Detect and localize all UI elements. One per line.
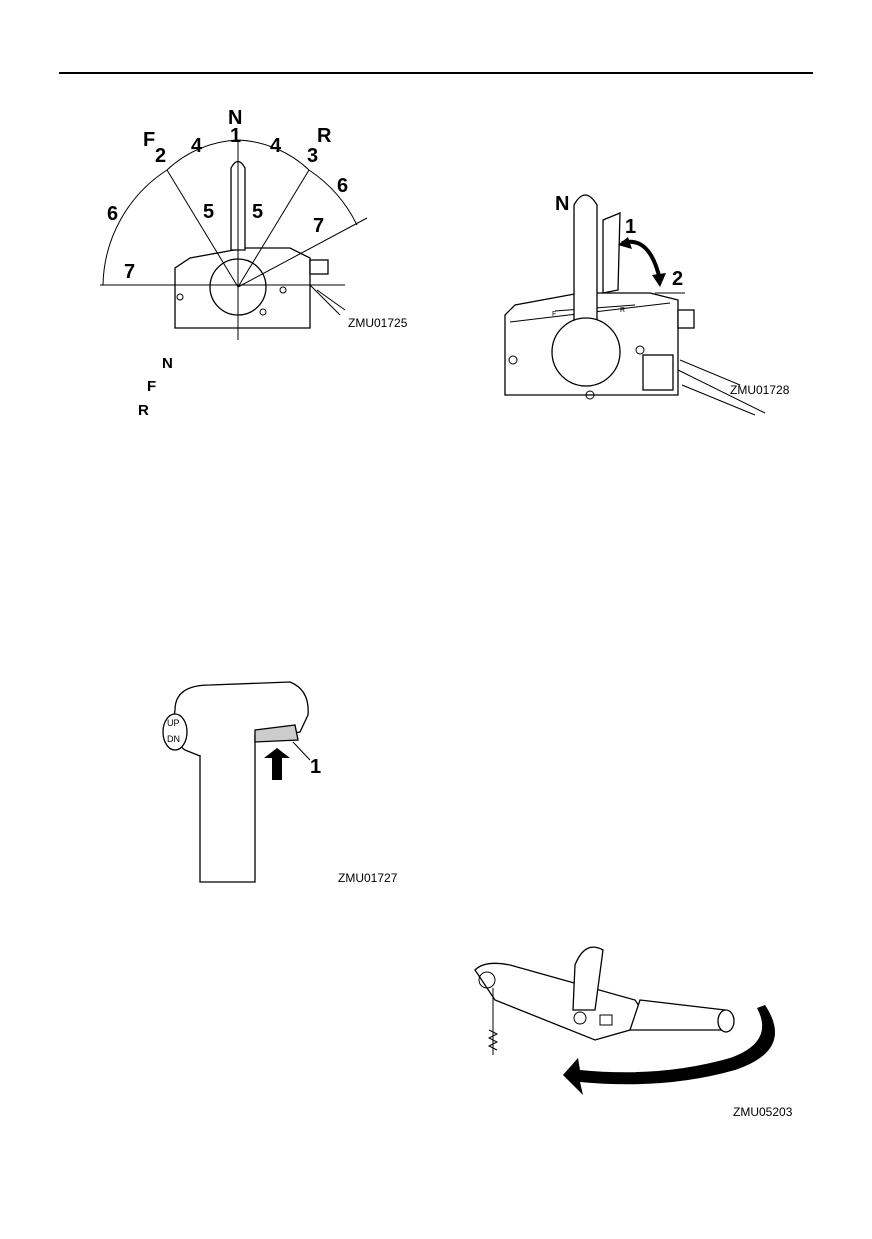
grip-end [717,1009,735,1033]
label-4-left: 4 [191,135,203,157]
fitting-icon [677,309,695,329]
pivot-icon [573,1011,587,1025]
label-f: F [143,129,155,151]
label-6-right: 6 [337,175,348,197]
arrowhead-icon [618,237,632,249]
legend-n: N [162,355,173,372]
label-5-right: 5 [252,201,263,223]
arrowhead-icon [652,273,666,287]
figure-code: ZMU01728 [730,383,790,397]
label-1: 1 [230,125,241,147]
screw-icon [279,286,287,294]
turn-arrow-icon [563,1005,775,1095]
figure-code: ZMU01725 [348,316,408,330]
screw-icon [176,293,184,301]
arc-6-left [102,169,168,286]
lever-hub [551,317,621,387]
arc-4-right [237,139,310,171]
full-throttle-line [237,217,368,288]
tiller-grip [629,999,732,1031]
label-3: 3 [307,145,318,167]
screw-icon [635,345,645,355]
button-icon [599,1014,613,1026]
label-n: N [228,107,242,129]
stop-switch-icon [478,971,496,989]
shift-lever [572,946,604,1011]
forward-line [166,169,239,288]
arc-6-right [308,169,358,226]
figure-code: ZMU01727 [338,871,398,885]
trim-button [162,713,188,751]
figure-code: ZMU05203 [733,1105,793,1119]
screw-icon [585,390,595,400]
screw-icon [259,308,267,316]
arrow-up-icon [264,748,290,780]
grip-shaft [199,735,256,883]
label-2: 2 [672,268,683,290]
trim-switch [254,724,299,743]
figure-tiller: ZMU05203 [474,946,793,1119]
header-rule [59,72,813,74]
label-6-left: 6 [107,203,118,225]
arc-4-left [166,139,239,171]
label-7-right: 7 [313,215,324,237]
label-up: UP [167,718,180,728]
label-plate [642,354,674,391]
tiller-housing [474,962,646,1041]
reverse-line [237,169,310,288]
legend-f: F [147,378,157,395]
label-4-right: 4 [270,135,282,157]
label-f: F [552,311,556,318]
label-dn: DN [167,734,180,744]
lever [573,194,598,341]
figure-shift-positions: N 1 F 2 R 3 4 4 5 5 6 6 7 7 ZMU01725 [100,107,408,340]
label-5-left: 5 [203,201,214,223]
label-r: R [317,125,332,147]
legend-r: R [138,402,149,419]
label-7-left: 7 [124,261,135,283]
label-r: R [620,307,625,314]
label-n: N [555,193,569,215]
label-2: 2 [155,145,166,167]
figure-trim-grip: UP DN 1 ZMU01727 [162,681,398,885]
screw-icon [508,355,518,365]
fitting-icon [309,259,329,275]
figure-neutral-lock: N 1 2 F R ZMU01728 [504,193,790,416]
label-1: 1 [310,756,321,778]
lockout-tab [602,212,621,294]
label-1: 1 [625,216,636,238]
